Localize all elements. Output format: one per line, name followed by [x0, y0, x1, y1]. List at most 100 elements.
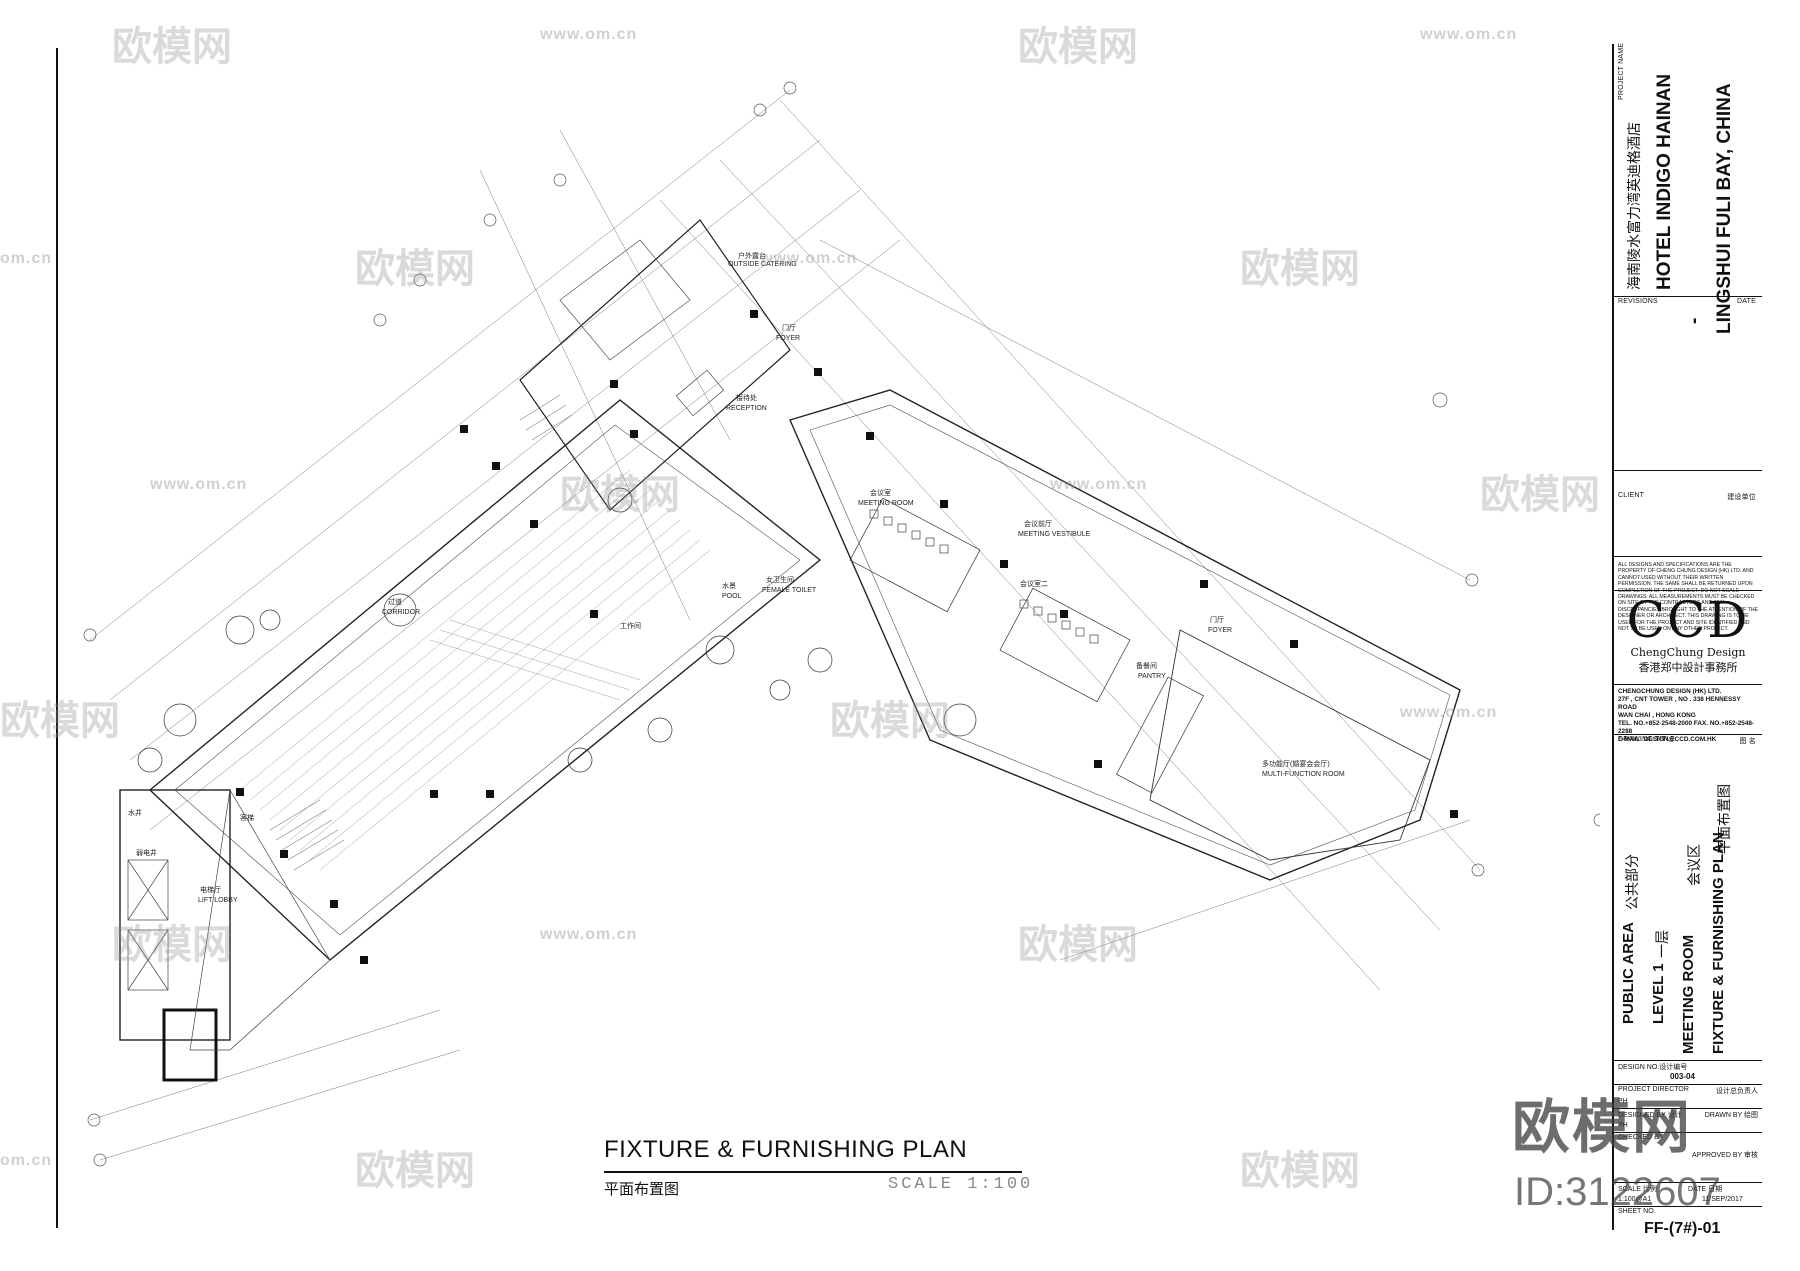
watermark-url: om.cn [0, 250, 53, 267]
watermark-logo: 欧模网 [830, 699, 950, 743]
watermark-url: www.om.cn [1420, 26, 1518, 43]
company-address: CHENGCHUNG DESIGN (HK) LTD. 27F , CNT TO… [1618, 688, 1758, 744]
watermark-logo: 欧模网 [112, 923, 232, 967]
director-divider [1614, 1084, 1762, 1085]
address-line-2: WAN CHAI , HONG KONG [1618, 712, 1696, 719]
zone-en: MEETING ROOM [1680, 934, 1697, 1054]
plan-title-underline [604, 1171, 1022, 1173]
room-label-multi-function-en: MULTI-FUNCTION ROOM [1262, 771, 1345, 778]
watermark-url: www.om.cn [540, 26, 638, 43]
design-no: 003-04 [1670, 1072, 1695, 1081]
ccd-logo-cn: 香港郑中設計事務所 [1638, 662, 1738, 674]
address-line-1: 27F , CNT TOWER , NO . 338 HENNESSY ROAD [1618, 696, 1741, 711]
room-label-foyer: 门厅 [1210, 615, 1224, 624]
company-name: CHENGCHUNG DESIGN (HK) LTD. [1618, 688, 1722, 695]
watermark-logo: 欧模网 [355, 1149, 475, 1193]
project-director-cn: 设计总负责人 [1716, 1088, 1758, 1095]
watermark-url: www.om.cn [150, 476, 248, 493]
room-label-weak-current: 弱电井 [136, 848, 157, 857]
room-label-meeting-room-en: MEETING ROOM [858, 500, 914, 507]
design-no-label: DESIGN NO.设计编号 [1618, 1064, 1688, 1071]
room-label-workroom: 工作间 [620, 621, 641, 630]
plan-title: FIXTURE & FURNISHING PLAN [604, 1136, 968, 1163]
designed-divider [1614, 1108, 1762, 1109]
watermark-logo: 欧模网 [112, 25, 232, 69]
checked-divider [1614, 1132, 1762, 1133]
room-label-female-toilet-en: FEMALE TOILET [762, 587, 817, 594]
watermark-logo: 欧模网 [560, 473, 680, 517]
room-label-outside-catering-en: OUTSIDE CATERING [728, 261, 797, 268]
ccd-logo-sub: ChengChung Design [1630, 646, 1746, 659]
room-label-guest-lift: 客梯 [240, 813, 254, 822]
room-label-meeting-vestibule: 会议前厅 [1024, 519, 1052, 528]
room-label-reception: 接待处 [736, 393, 757, 402]
room-label-multi-function: 多功能厅(婚宴会会厅) [1262, 759, 1330, 768]
designed-by-label: DESIGNED BY 设计 [1618, 1112, 1682, 1119]
drawn-by-label: DRAWN BY 绘图 [1704, 1112, 1758, 1119]
watermark-logo: 欧模网 [1240, 1149, 1360, 1193]
room-label-female-toilet: 女卫生间 [766, 575, 794, 584]
project-name-dash: - [1684, 317, 1705, 324]
company-email: E-MAIL: DESIGN@CCD.COM.HK [1618, 736, 1717, 743]
room-label-outside-catering: 户外露台 [738, 251, 766, 260]
level-cn: 一层 [1654, 930, 1670, 958]
plan-scale: SCALE 1:100 [888, 1175, 1034, 1194]
project-name-cn: 海南陵水富力湾英迪格酒店 [1627, 122, 1643, 290]
room-label-meeting-vestibule-en: MEETING VESTIBULE [1018, 531, 1091, 538]
room-label-meeting-room-2: 会议室二 [1020, 579, 1048, 588]
sheet-no: FF-(7#)-01 [1644, 1220, 1721, 1237]
ccd-logo: CCD ChengChung Design 香港郑中設計事務所 [1620, 594, 1756, 675]
date-value: 11/SEP/2017 [1702, 1196, 1743, 1203]
drawing-title-cn-label: 图 名 [1739, 738, 1756, 745]
sheet-no-divider [1614, 1206, 1762, 1207]
checked-by-label: CHECKED BY [1618, 1134, 1664, 1141]
zone-cn: 会议区 [1686, 844, 1702, 886]
address-divider [1614, 684, 1762, 685]
scale-value: 1:100@A1 [1618, 1196, 1652, 1203]
floor-plan-drawing: 户外露台 OUTSIDE CATERING 门厅 FOYER 接待处 RECEP… [83, 81, 1600, 1167]
designed-by: PH [1618, 1122, 1628, 1129]
project-director: PH [1618, 1098, 1628, 1105]
approved-by-label: APPROVED BY 审核 [1691, 1152, 1758, 1159]
room-label-pool: 水景 [722, 581, 736, 590]
scale-label: SCALE 比例 [1618, 1186, 1657, 1193]
ccd-logo-mark: CCD [1626, 591, 1750, 649]
watermark-logo: 欧模网 [1240, 247, 1360, 291]
watermark-url: www.om.cn [540, 926, 638, 943]
revisions-divider [1614, 296, 1762, 297]
watermark-id: ID:3122607 [1514, 1170, 1721, 1214]
watermark-url: om.cn [0, 1152, 53, 1169]
client-cn-label: 建设单位 [1727, 494, 1756, 501]
room-label-corridor-en: CORRIDOR [382, 609, 420, 616]
watermark-logo-large: 欧模网 [1512, 1095, 1693, 1160]
watermark-logo: 欧模网 [1018, 25, 1138, 69]
room-label-reception-en: RECEPTION [726, 405, 767, 412]
drawing-title-label: DRAWING TITLE [1618, 736, 1676, 743]
logo-divider [1614, 590, 1762, 591]
disclaimer-divider [1614, 556, 1762, 557]
project-name-en-1: HOTEL INDIGO HAINAN [1654, 73, 1675, 290]
date-label: DATE [1737, 298, 1756, 305]
title-block: PROJECT NAME 海南陵水富力湾英迪格酒店 HOTEL INDIGO H… [1612, 42, 1762, 1237]
scale-divider [1614, 1182, 1762, 1183]
drawing-title-divider [1614, 734, 1762, 735]
sheet-no-label: SHEET NO. [1618, 1208, 1656, 1215]
room-label-foyer-top-en: FOYER [776, 335, 800, 342]
sheet-title-cn: 平面布置图 [1716, 784, 1732, 854]
room-label-pantry: 备餐间 [1136, 661, 1157, 670]
room-label-pool-en: POOL [722, 593, 742, 600]
client-label: CLIENT [1618, 492, 1645, 499]
design-no-divider [1614, 1060, 1762, 1061]
watermark-url: www.om.cn [1050, 476, 1148, 493]
watermark-url: www.om.cn [1400, 704, 1498, 721]
revisions-label: REVISIONS [1618, 298, 1658, 305]
level-en: LEVEL 1 [1650, 963, 1667, 1024]
room-label-corridor: 过道 [388, 597, 402, 606]
area-cn: 公共部分 [1624, 854, 1640, 910]
room-label-meeting-room: 会议室 [870, 488, 891, 497]
sheet-title-en: FIXTURE & FURNISHING PLAN [1710, 832, 1727, 1054]
project-name-label: PROJECT NAME [1618, 42, 1625, 100]
date-row-label: DATE 日期 [1688, 1186, 1723, 1193]
client-divider [1614, 470, 1762, 471]
